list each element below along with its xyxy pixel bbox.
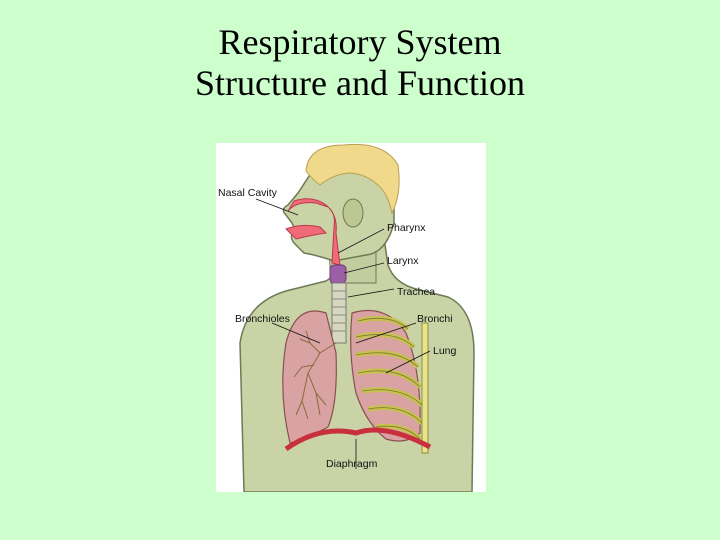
mouth-airway bbox=[285, 224, 328, 240]
hair bbox=[305, 143, 400, 215]
diaphragm-shape bbox=[284, 427, 432, 452]
nasal-cavity-shape bbox=[287, 198, 341, 266]
spine bbox=[421, 322, 429, 454]
label-bronchi: Bronchi bbox=[417, 313, 453, 325]
label-trachea: Trachea bbox=[397, 286, 435, 298]
label-nasal-cavity: Nasal Cavity bbox=[218, 187, 278, 199]
label-larynx: Larynx bbox=[387, 255, 419, 267]
bronchiole-tree bbox=[293, 330, 337, 420]
label-bronchioles: Bronchioles bbox=[235, 313, 290, 325]
trachea-rings bbox=[332, 290, 346, 332]
slide-title: Respiratory System Structure and Functio… bbox=[0, 22, 720, 104]
title-line-2: Structure and Function bbox=[195, 63, 525, 103]
title-line-1: Respiratory System bbox=[218, 22, 502, 62]
respiratory-diagram: Nasal Cavity Pharynx Larynx Trachea Bron… bbox=[216, 143, 486, 492]
label-diaphragm: Diaphragm bbox=[326, 458, 378, 470]
trachea-shape bbox=[331, 282, 347, 344]
label-lung: Lung bbox=[433, 345, 457, 357]
ear bbox=[342, 198, 364, 228]
larynx-shape bbox=[329, 264, 347, 284]
leader-lines bbox=[255, 198, 431, 469]
label-pharynx: Pharynx bbox=[387, 222, 426, 234]
anatomy-illustration: Nasal Cavity Pharynx Larynx Trachea Bron… bbox=[218, 143, 475, 492]
